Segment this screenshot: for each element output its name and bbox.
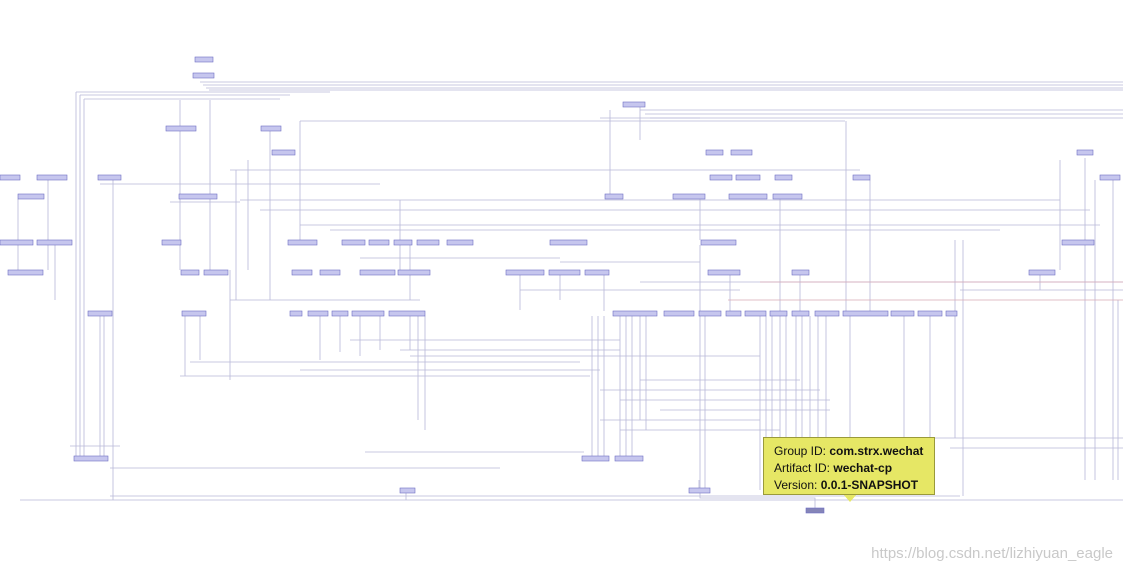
- artifact-node[interactable]: [505, 269, 545, 276]
- selected-artifact-node[interactable]: [805, 507, 825, 514]
- artifact-node[interactable]: [260, 125, 282, 132]
- artifact-node[interactable]: [730, 149, 753, 156]
- tooltip-pointer: [843, 494, 857, 502]
- artifact-node[interactable]: [584, 269, 610, 276]
- artifact-node[interactable]: [368, 239, 390, 246]
- artifact-node[interactable]: [791, 269, 810, 276]
- artifact-node[interactable]: [791, 310, 810, 317]
- artifact-node[interactable]: [446, 239, 474, 246]
- artifact-node[interactable]: [388, 310, 426, 317]
- artifact-node[interactable]: [399, 487, 416, 494]
- artifact-node[interactable]: [416, 239, 440, 246]
- artifact-node[interactable]: [774, 174, 793, 181]
- artifact-node[interactable]: [359, 269, 396, 276]
- artifact-node[interactable]: [181, 310, 207, 317]
- artifact-node[interactable]: [700, 239, 737, 246]
- artifact-id-value: wechat-cp: [833, 461, 893, 475]
- artifact-node[interactable]: [36, 239, 73, 246]
- artifact-node[interactable]: [192, 72, 215, 79]
- artifact-node[interactable]: [614, 455, 644, 462]
- artifact-node[interactable]: [945, 310, 958, 317]
- artifact-node[interactable]: [331, 310, 349, 317]
- artifact-node[interactable]: [735, 174, 761, 181]
- artifact-node[interactable]: [581, 455, 610, 462]
- artifact-node[interactable]: [604, 193, 624, 200]
- artifact-node[interactable]: [307, 310, 329, 317]
- artifact-node[interactable]: [917, 310, 943, 317]
- artifact-id-label: Artifact ID:: [774, 461, 831, 475]
- artifact-node[interactable]: [612, 310, 658, 317]
- artifact-node[interactable]: [548, 269, 581, 276]
- artifact-node[interactable]: [0, 239, 34, 246]
- artifact-node[interactable]: [1061, 239, 1095, 246]
- artifact-node[interactable]: [165, 125, 197, 132]
- artifact-node[interactable]: [728, 193, 768, 200]
- artifact-node[interactable]: [698, 310, 722, 317]
- artifact-node[interactable]: [319, 269, 341, 276]
- artifact-node[interactable]: [1099, 174, 1121, 181]
- artifact-node[interactable]: [707, 269, 741, 276]
- artifact-node[interactable]: [73, 455, 109, 462]
- artifact-node[interactable]: [709, 174, 733, 181]
- artifact-node[interactable]: [341, 239, 366, 246]
- artifact-node[interactable]: [725, 310, 742, 317]
- artifact-node[interactable]: [393, 239, 413, 246]
- artifact-node[interactable]: [688, 487, 711, 494]
- artifact-node[interactable]: [287, 239, 318, 246]
- artifact-node[interactable]: [17, 193, 45, 200]
- artifact-tooltip: Group ID: com.strx.wechat Artifact ID: w…: [763, 437, 935, 495]
- artifact-node[interactable]: [97, 174, 122, 181]
- artifact-node[interactable]: [663, 310, 695, 317]
- artifact-node[interactable]: [772, 193, 803, 200]
- artifact-node[interactable]: [622, 101, 646, 108]
- artifact-node[interactable]: [351, 310, 385, 317]
- artifact-node[interactable]: [203, 269, 229, 276]
- artifact-node[interactable]: [7, 269, 44, 276]
- artifact-node[interactable]: [271, 149, 296, 156]
- artifact-node[interactable]: [549, 239, 588, 246]
- artifact-node[interactable]: [842, 310, 889, 317]
- artifact-node[interactable]: [180, 269, 200, 276]
- artifact-node[interactable]: [178, 193, 218, 200]
- artifact-node[interactable]: [744, 310, 767, 317]
- version-value: 0.0.1-SNAPSHOT: [820, 478, 919, 492]
- artifact-node[interactable]: [291, 269, 313, 276]
- artifact-node[interactable]: [161, 239, 182, 246]
- artifact-node[interactable]: [1076, 149, 1094, 156]
- artifact-node[interactable]: [852, 174, 871, 181]
- group-id-value: com.strx.wechat: [829, 444, 924, 458]
- group-id-label: Group ID:: [774, 444, 827, 458]
- artifact-node[interactable]: [0, 174, 21, 181]
- artifact-node[interactable]: [705, 149, 724, 156]
- artifact-node[interactable]: [87, 310, 113, 317]
- artifact-node[interactable]: [769, 310, 788, 317]
- artifact-node[interactable]: [672, 193, 706, 200]
- dependency-edge: [699, 493, 816, 508]
- artifact-node[interactable]: [814, 310, 840, 317]
- artifact-node[interactable]: [289, 310, 303, 317]
- artifact-node[interactable]: [36, 174, 68, 181]
- artifact-node[interactable]: [194, 56, 214, 63]
- artifact-node[interactable]: [1028, 269, 1056, 276]
- version-label: Version:: [774, 478, 818, 492]
- watermark-text: https://blog.csdn.net/lizhiyuan_eagle: [871, 545, 1113, 562]
- artifact-node[interactable]: [890, 310, 915, 317]
- artifact-node[interactable]: [397, 269, 431, 276]
